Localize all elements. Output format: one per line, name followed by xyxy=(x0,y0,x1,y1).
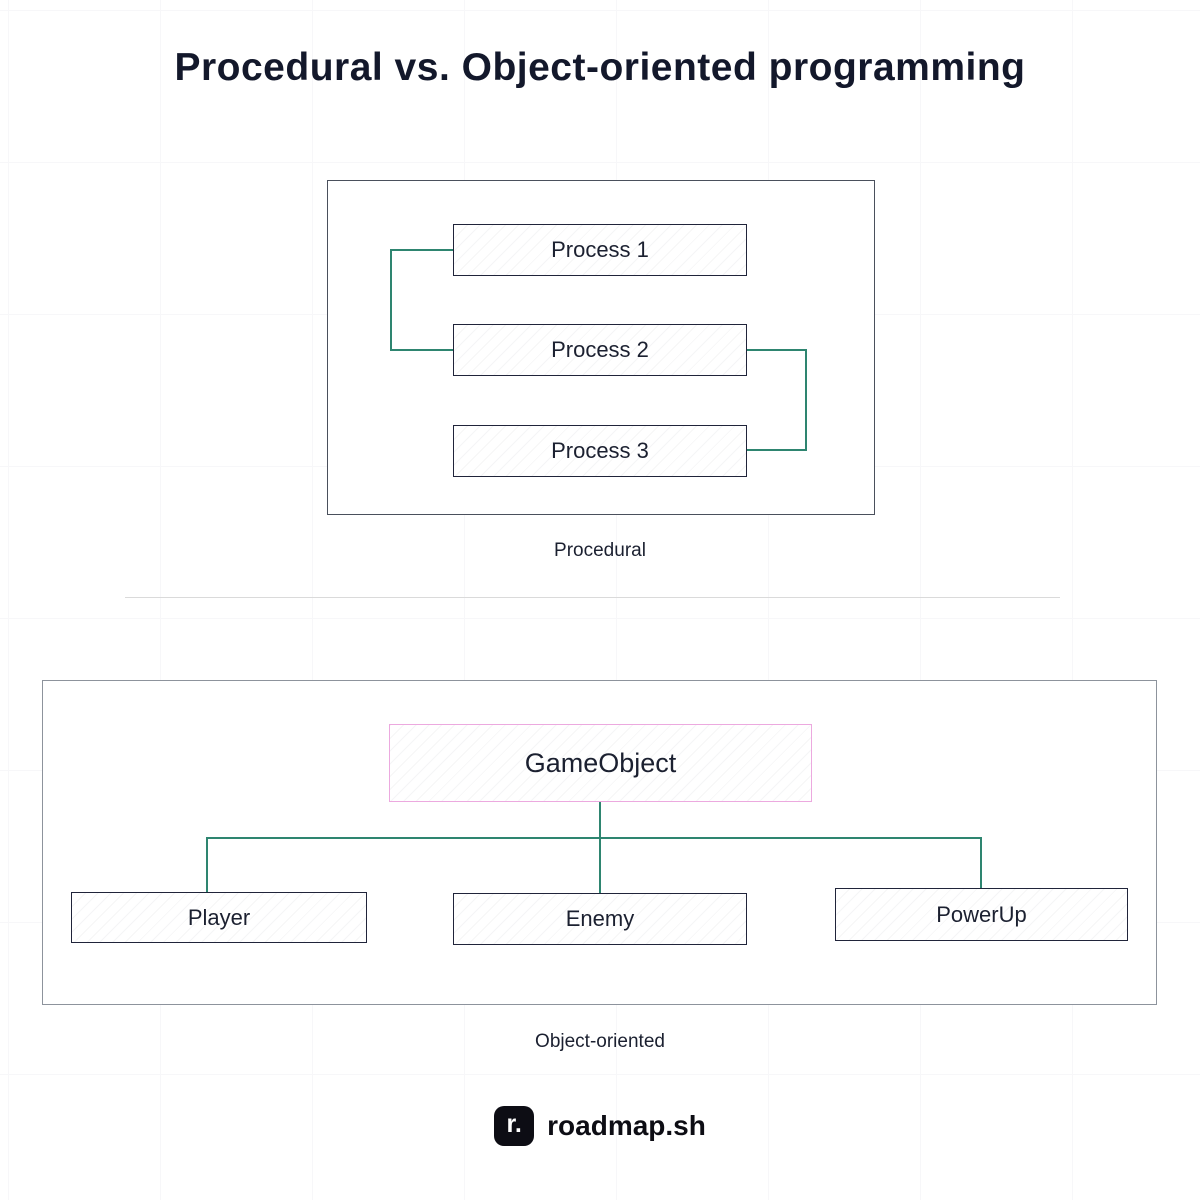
process-1-label: Process 1 xyxy=(551,237,649,262)
process-1-box: Process 1 xyxy=(453,224,747,276)
player-label: Player xyxy=(187,904,251,930)
player-box: Player xyxy=(71,892,367,943)
enemy-box: Enemy xyxy=(453,893,747,945)
process-3-box: Process 3 xyxy=(453,425,747,477)
process-2-box: Process 2 xyxy=(453,324,747,376)
section-divider xyxy=(125,597,1060,598)
gameobject-label: GameObject xyxy=(524,747,677,778)
connector-children-bracket xyxy=(206,837,982,892)
footer-brand: r. roadmap.sh xyxy=(0,1106,1200,1146)
powerup-box: PowerUp xyxy=(835,888,1128,941)
roadmap-logo-icon: r. xyxy=(494,1106,535,1146)
process-2-label: Process 2 xyxy=(551,337,649,362)
enemy-label: Enemy xyxy=(565,906,635,931)
connector-process2-process3 xyxy=(747,349,807,451)
gameobject-box: GameObject xyxy=(389,724,812,802)
process-3-label: Process 3 xyxy=(551,438,649,463)
connector-process1-process2 xyxy=(390,249,454,351)
procedural-caption: Procedural xyxy=(554,540,646,561)
object-oriented-caption: Object-oriented xyxy=(535,1031,665,1052)
brand-name: roadmap.sh xyxy=(547,1110,706,1141)
connector-gameobject-stem xyxy=(599,802,601,893)
page-title: Procedural vs. Object-oriented programmi… xyxy=(174,46,1026,89)
powerup-label: PowerUp xyxy=(936,901,1027,927)
